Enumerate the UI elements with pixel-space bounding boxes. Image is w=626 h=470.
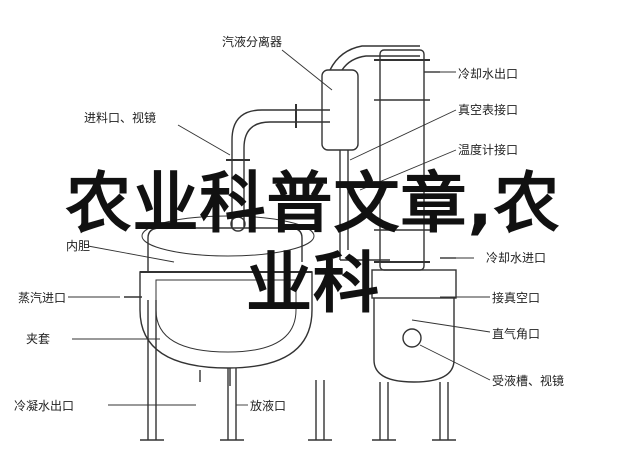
label-receiver-sight-glass: 受液槽、视镜: [492, 373, 564, 388]
label-vacuum-port: 接真空口: [492, 290, 540, 305]
vessel-legs: [140, 300, 332, 441]
label-steam-inlet: 蒸汽进口: [18, 290, 66, 305]
callout-labels: 汽液分离器 冷却水出口 真空表接口 温度计接口 进料口、视镜 内胆 蒸汽进口 夹…: [14, 34, 564, 413]
vapor-pipe: [226, 104, 330, 232]
label-discharge-port: 放液口: [250, 398, 286, 413]
receiver-tank: [371, 269, 457, 441]
evaporator-vessel: [139, 215, 315, 369]
label-vacuum-gauge-port: 真空表接口: [458, 102, 518, 117]
label-feed-port: 进料口、视镜: [84, 110, 156, 125]
overlay-title-line2: 业科: [246, 245, 380, 322]
label-inner-tank: 内胆: [66, 239, 90, 253]
overlay-title-line1: 农业科普文章,农: [65, 165, 561, 242]
label-condensate-outlet: 冷凝水出口: [14, 398, 74, 413]
leader-lines: [68, 49, 491, 406]
label-steam-separator: 汽液分离器: [222, 34, 282, 49]
label-vent-port: 直气角口: [492, 326, 540, 341]
label-thermometer-port: 温度计接口: [458, 142, 518, 157]
label-cooling-water-outlet: 冷却水出口: [458, 67, 518, 81]
label-jacket: 夹套: [26, 332, 50, 346]
separator: [321, 45, 420, 261]
label-cooling-water-inlet: 冷却水进口: [486, 251, 546, 265]
